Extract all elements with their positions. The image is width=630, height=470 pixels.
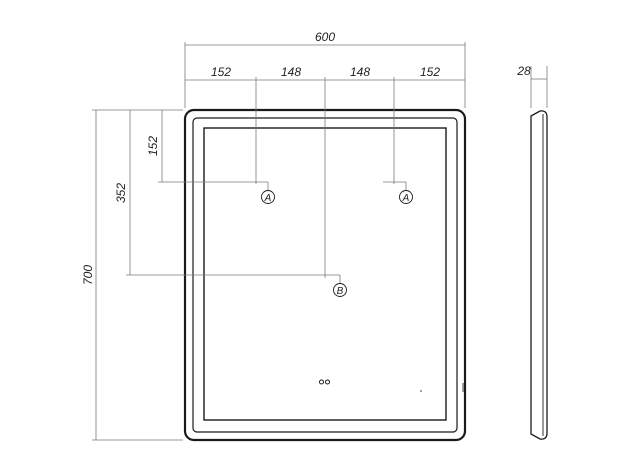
dim-segment-2: 148 (281, 65, 301, 79)
marker-a-left-circle (261, 190, 275, 204)
marker-a-right-circle (399, 190, 413, 204)
touch-sensor-icon (319, 379, 330, 385)
dim-mount-height-a: 152 (146, 136, 160, 156)
marker-a-right-label: A (402, 193, 410, 204)
marker-b-label: B (337, 286, 344, 297)
dim-depth: 28 (516, 64, 531, 78)
sensor-dot (420, 390, 422, 392)
left-dimension-lines (92, 109, 406, 441)
mirror-side-view (530, 66, 548, 440)
dim-segment-4: 152 (420, 65, 440, 79)
dim-segment-3: 148 (350, 65, 370, 79)
marker-a-left-label: A (264, 193, 272, 204)
dim-overall-width: 600 (315, 30, 335, 44)
dim-overall-height: 700 (81, 265, 95, 285)
marker-a-left: A (261, 182, 275, 204)
side-profile (530, 110, 548, 440)
dim-segment-1: 152 (211, 65, 231, 79)
marker-b: B (333, 275, 347, 297)
top-dimension-lines (184, 42, 466, 278)
dim-mount-height-b: 352 (114, 183, 128, 203)
marker-a-right: A (399, 182, 413, 204)
marker-b-circle (333, 283, 347, 297)
